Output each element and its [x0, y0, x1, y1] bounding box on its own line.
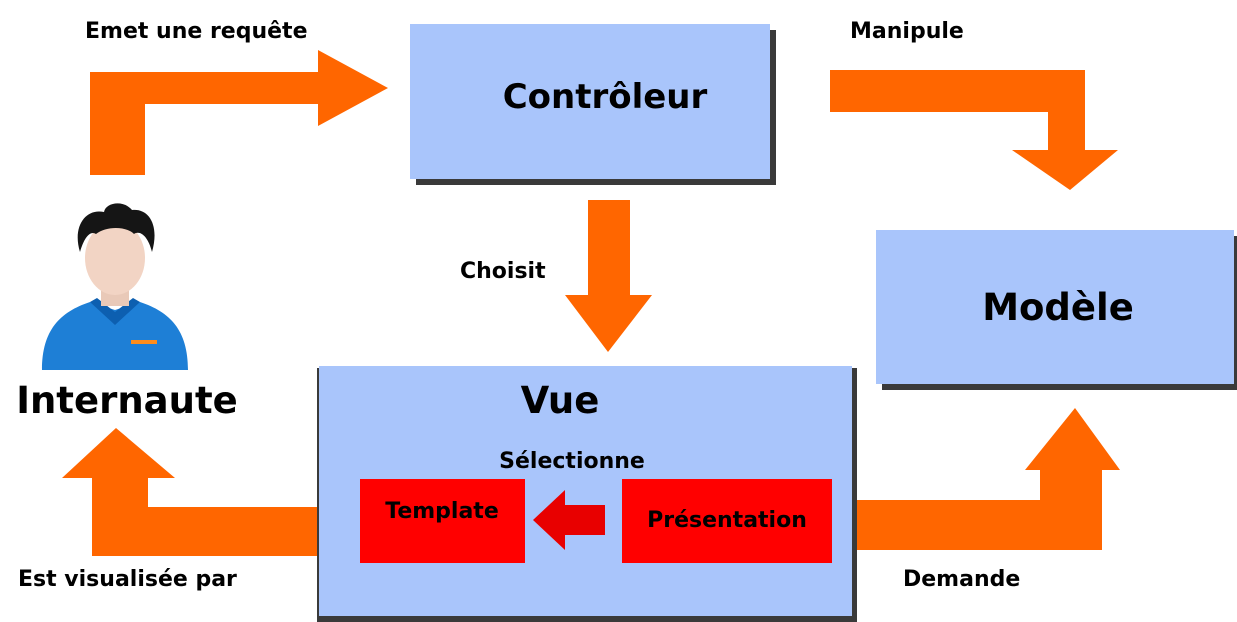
user-avatar-icon: [42, 203, 188, 370]
request-model-arrow: [838, 408, 1120, 550]
request-model-label: Demande: [903, 567, 1020, 592]
view-label: Vue: [521, 379, 600, 422]
controller-label: Contrôleur: [503, 77, 708, 117]
request-arrow: [90, 50, 388, 175]
controller-box: [410, 24, 770, 179]
model-box: [876, 230, 1234, 384]
presentation-label: Présentation: [647, 508, 807, 533]
user-label: Internaute: [16, 379, 238, 422]
select-label: Sélectionne: [499, 449, 645, 474]
manipulate-label: Manipule: [850, 19, 964, 44]
template-label: Template: [385, 499, 499, 524]
select-arrow: [533, 490, 605, 550]
choose-arrow: [565, 200, 652, 352]
presentation-box: [622, 479, 832, 563]
model-label: Modèle: [982, 286, 1134, 329]
template-box: [360, 479, 525, 563]
manipulate-arrow: [830, 70, 1118, 190]
choose-label: Choisit: [460, 259, 546, 284]
request-label: Emet une requête: [85, 19, 308, 44]
display-arrow: [62, 428, 345, 556]
display-label: Est visualisée par: [18, 567, 237, 592]
